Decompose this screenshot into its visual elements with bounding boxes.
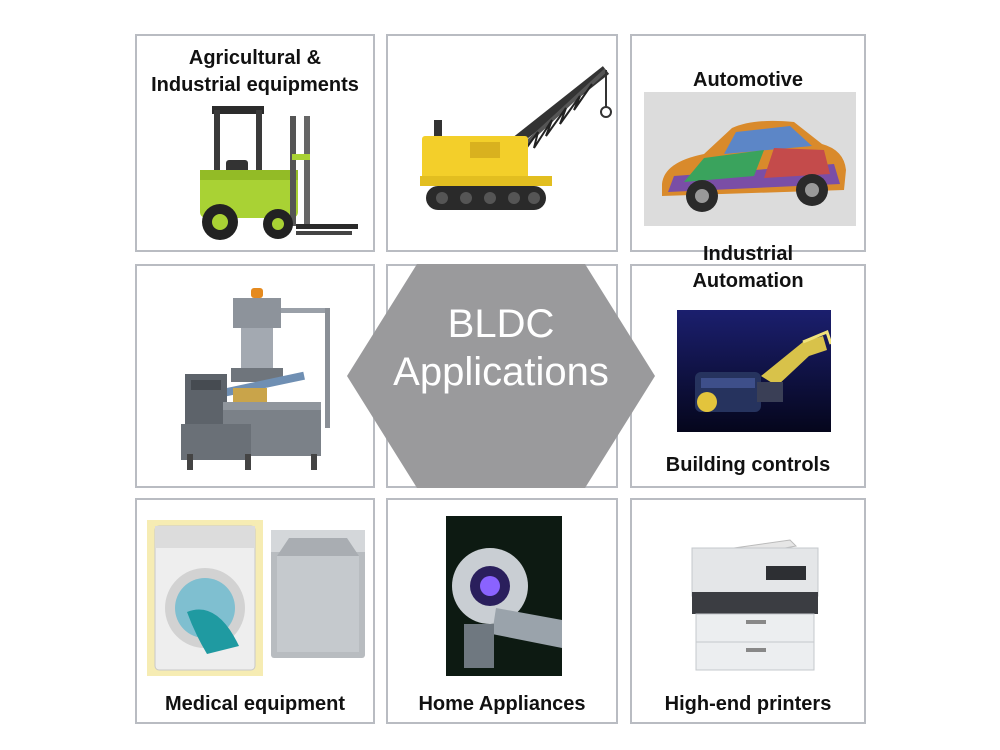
label-industrial-line2: Automation [692, 270, 804, 292]
tile-medical-equipment: Medical equipment [135, 498, 375, 724]
label-home-appliances: Home Appliances [418, 693, 586, 715]
label-automotive: Automotive [693, 69, 803, 91]
tile-agricultural-industrial: Agricultural & Industrial equipments [135, 34, 375, 252]
tile-crane [386, 34, 618, 252]
tile-automotive: Automotive [630, 34, 866, 252]
car-image [644, 92, 856, 226]
forklift-image [200, 106, 358, 240]
mri-scanner-image [446, 516, 562, 676]
label-agricultural-line2: Industrial equipments [151, 74, 359, 96]
label-industrial-line1: Industrial [702, 243, 793, 265]
tile-high-end-printers: High-end printers [630, 498, 866, 724]
washer-dishwasher-image [147, 520, 365, 676]
tile-home-appliances: Home Appliances [386, 498, 618, 724]
label-high-end-printers: High-end printers [664, 693, 832, 715]
center-hexagon [347, 264, 655, 488]
crane-image [420, 66, 612, 210]
industrial-machine-image [181, 288, 330, 470]
center-title-line1: BLDC [447, 302, 555, 346]
center-title-line2: Applications [393, 350, 609, 394]
label-medical-equipment: Medical equipment [164, 693, 346, 715]
label-building-controls: Building controls [665, 454, 831, 476]
label-agricultural-line1: Agricultural & [188, 47, 322, 69]
robot-arm-image [677, 310, 831, 432]
tile-industrial-automation: Building controls [630, 264, 866, 488]
printer-image [691, 539, 819, 671]
tile-machine [135, 264, 375, 488]
center-title: BLDC Applications [347, 300, 655, 396]
